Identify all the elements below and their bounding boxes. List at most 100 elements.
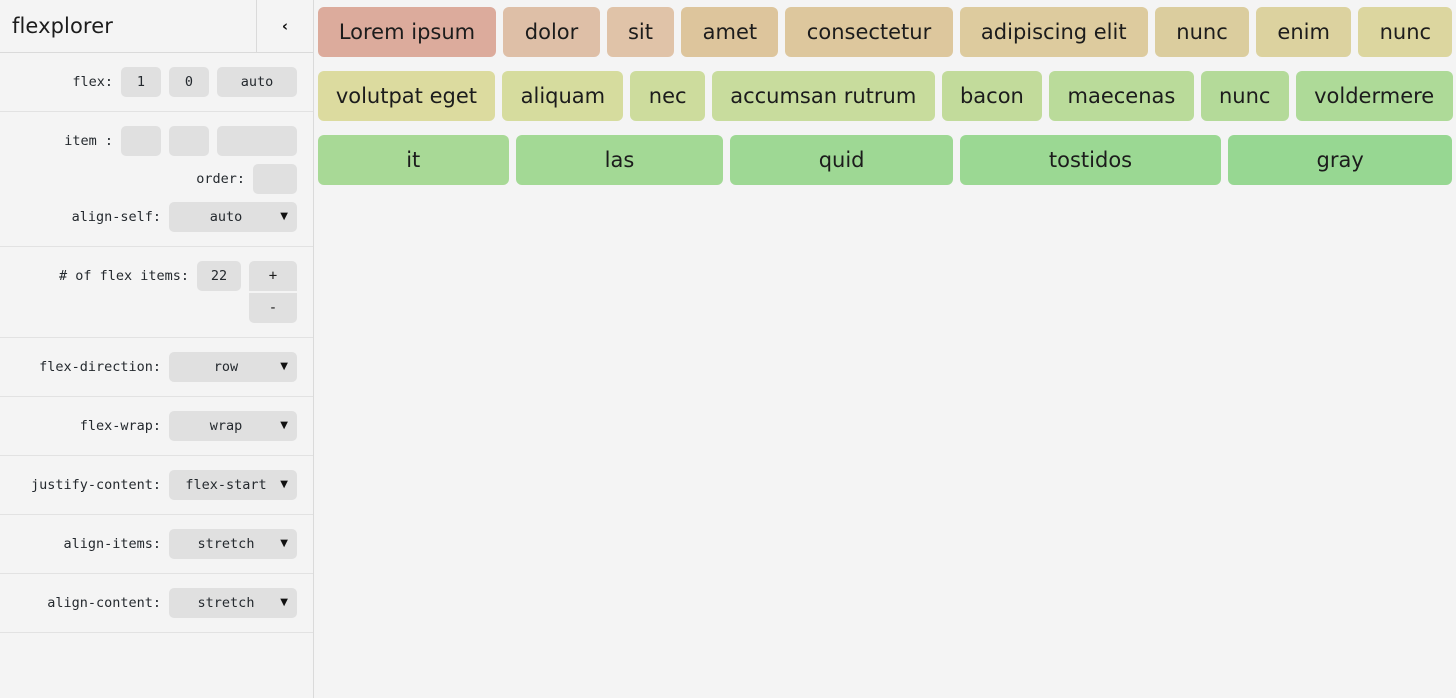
flex-item[interactable]: enim (1256, 7, 1352, 57)
section-align-content: align-content: stretch ▼ (0, 574, 313, 633)
label-item: item : (64, 133, 113, 149)
flex-item-label: maecenas (1067, 84, 1176, 108)
flex-container: Lorem ipsum dolor sit amet consectetur adipis… (314, 0, 1456, 192)
order-input[interactable] (253, 164, 297, 194)
row-align-items: align-items: stretch ▼ (0, 525, 297, 563)
row-item: item : (0, 122, 297, 160)
flex-item[interactable]: adipiscing elit (959, 7, 1148, 57)
flex-item-label: las (604, 148, 635, 172)
item-shrink-input[interactable] (169, 126, 209, 156)
flex-item-label: sit (627, 20, 653, 44)
chevron-left-icon: ‹ (281, 17, 289, 35)
decrement-items-button[interactable]: - (249, 293, 297, 323)
section-justify-content: justify-content: flex-start ▼ (0, 456, 313, 515)
flex-item[interactable]: amet (681, 7, 779, 57)
flex-item[interactable]: consectetur (785, 7, 953, 57)
justify-content-select-wrap: flex-start ▼ (169, 470, 297, 500)
item-count-input[interactable] (197, 261, 241, 291)
increment-items-button[interactable]: + (249, 261, 297, 291)
flex-item[interactable]: sit (606, 7, 675, 57)
label-flex: flex: (72, 74, 113, 90)
app-title: flexplorer (12, 14, 113, 38)
flex-item-label: accumsan rutrum (730, 84, 917, 108)
align-items-select[interactable]: stretch (169, 529, 297, 559)
row-align-self: align-self: auto ▼ (0, 198, 297, 236)
row-flex-direction: flex-direction: row ▼ (0, 348, 297, 386)
flex-item[interactable]: nunc (1358, 7, 1453, 57)
flex-item-label: nunc (1218, 84, 1271, 108)
flex-item[interactable]: dolor (503, 7, 600, 57)
flex-item-label: nunc (1379, 20, 1432, 44)
row-align-content: align-content: stretch ▼ (0, 584, 297, 622)
label-align-items: align-items: (63, 536, 161, 552)
row-justify-content: justify-content: flex-start ▼ (0, 466, 297, 504)
flex-item[interactable]: maecenas (1049, 71, 1194, 121)
flex-item[interactable]: volutpat eget (317, 71, 496, 121)
flex-item[interactable]: las (515, 135, 724, 185)
flex-item[interactable]: quid (730, 135, 954, 185)
flex-item-label: tostidos (1048, 148, 1133, 172)
justify-content-select[interactable]: flex-start (169, 470, 297, 500)
flex-item-label: consectetur (806, 20, 932, 44)
flex-item[interactable]: accumsan rutrum (711, 71, 935, 121)
align-items-select-wrap: stretch ▼ (169, 529, 297, 559)
label-align-self: align-self: (71, 209, 161, 225)
flex-item[interactable]: aliquam (502, 71, 624, 121)
flex-item-label: enim (1277, 20, 1330, 44)
flex-item[interactable]: tostidos (960, 135, 1221, 185)
flex-direction-select-wrap: row ▼ (169, 352, 297, 382)
flex-direction-select[interactable]: row (169, 352, 297, 382)
flex-item[interactable]: nunc (1154, 7, 1250, 57)
row-flex: flex: (0, 63, 297, 101)
flex-item[interactable]: bacon (941, 71, 1043, 121)
flex-item-label: dolor (524, 20, 579, 44)
label-justify-content: justify-content: (30, 477, 161, 493)
flex-wrap-select[interactable]: wrap (169, 411, 297, 441)
flex-shrink-input[interactable] (169, 67, 209, 97)
section-item-count: # of flex items: + - (0, 247, 313, 338)
flex-item-label: bacon (959, 84, 1024, 108)
item-grow-input[interactable] (121, 126, 161, 156)
label-order: order: (196, 171, 245, 187)
flex-item-label: aliquam (520, 84, 606, 108)
row-item-count: # of flex items: + - (0, 257, 297, 327)
row-order: order: (0, 160, 297, 198)
sidebar-header: flexplorer ‹ (0, 0, 313, 53)
align-content-select-wrap: stretch ▼ (169, 588, 297, 618)
section-align-items: align-items: stretch ▼ (0, 515, 313, 574)
flex-item-label: voldermere (1314, 84, 1435, 108)
flex-wrap-select-wrap: wrap ▼ (169, 411, 297, 441)
flex-basis-input[interactable] (217, 67, 297, 97)
flex-item[interactable]: it (317, 135, 509, 185)
sidebar: flexplorer ‹ flex: item : order: (0, 0, 314, 698)
section-item-settings: item : order: align-self: auto ▼ (0, 112, 313, 247)
flex-item-label: Lorem ipsum (338, 20, 476, 44)
align-self-select-wrap: auto ▼ (169, 202, 297, 232)
flex-item-label: gray (1316, 148, 1364, 172)
flex-item-label: adipiscing elit (980, 20, 1127, 44)
flex-item-label: nunc (1176, 20, 1228, 44)
row-flex-wrap: flex-wrap: wrap ▼ (0, 407, 297, 445)
label-align-content: align-content: (47, 595, 161, 611)
flex-grow-input[interactable] (121, 67, 161, 97)
flex-item[interactable]: Lorem ipsum (317, 7, 497, 57)
label-flex-direction: flex-direction: (39, 359, 161, 375)
item-count-stepper: + - (249, 261, 297, 323)
collapse-sidebar-button[interactable]: ‹ (256, 0, 313, 52)
preview-area: Lorem ipsum dolor sit amet consectetur adipis… (314, 0, 1456, 698)
flex-item[interactable]: nec (630, 71, 705, 121)
flex-item-label: nec (648, 84, 687, 108)
section-flex-wrap: flex-wrap: wrap ▼ (0, 397, 313, 456)
flex-item-label: quid (818, 148, 865, 172)
flex-item[interactable]: voldermere (1295, 71, 1453, 121)
align-content-select[interactable]: stretch (169, 588, 297, 618)
label-item-count: # of flex items: (58, 268, 189, 284)
align-self-select[interactable]: auto (169, 202, 297, 232)
flex-item[interactable]: gray (1227, 135, 1453, 185)
flex-item[interactable]: nunc (1200, 71, 1289, 121)
flex-item-label: volutpat eget (335, 84, 477, 108)
item-basis-input[interactable] (217, 126, 297, 156)
section-flex-direction: flex-direction: row ▼ (0, 338, 313, 397)
section-flex-shorthand: flex: (0, 53, 313, 112)
